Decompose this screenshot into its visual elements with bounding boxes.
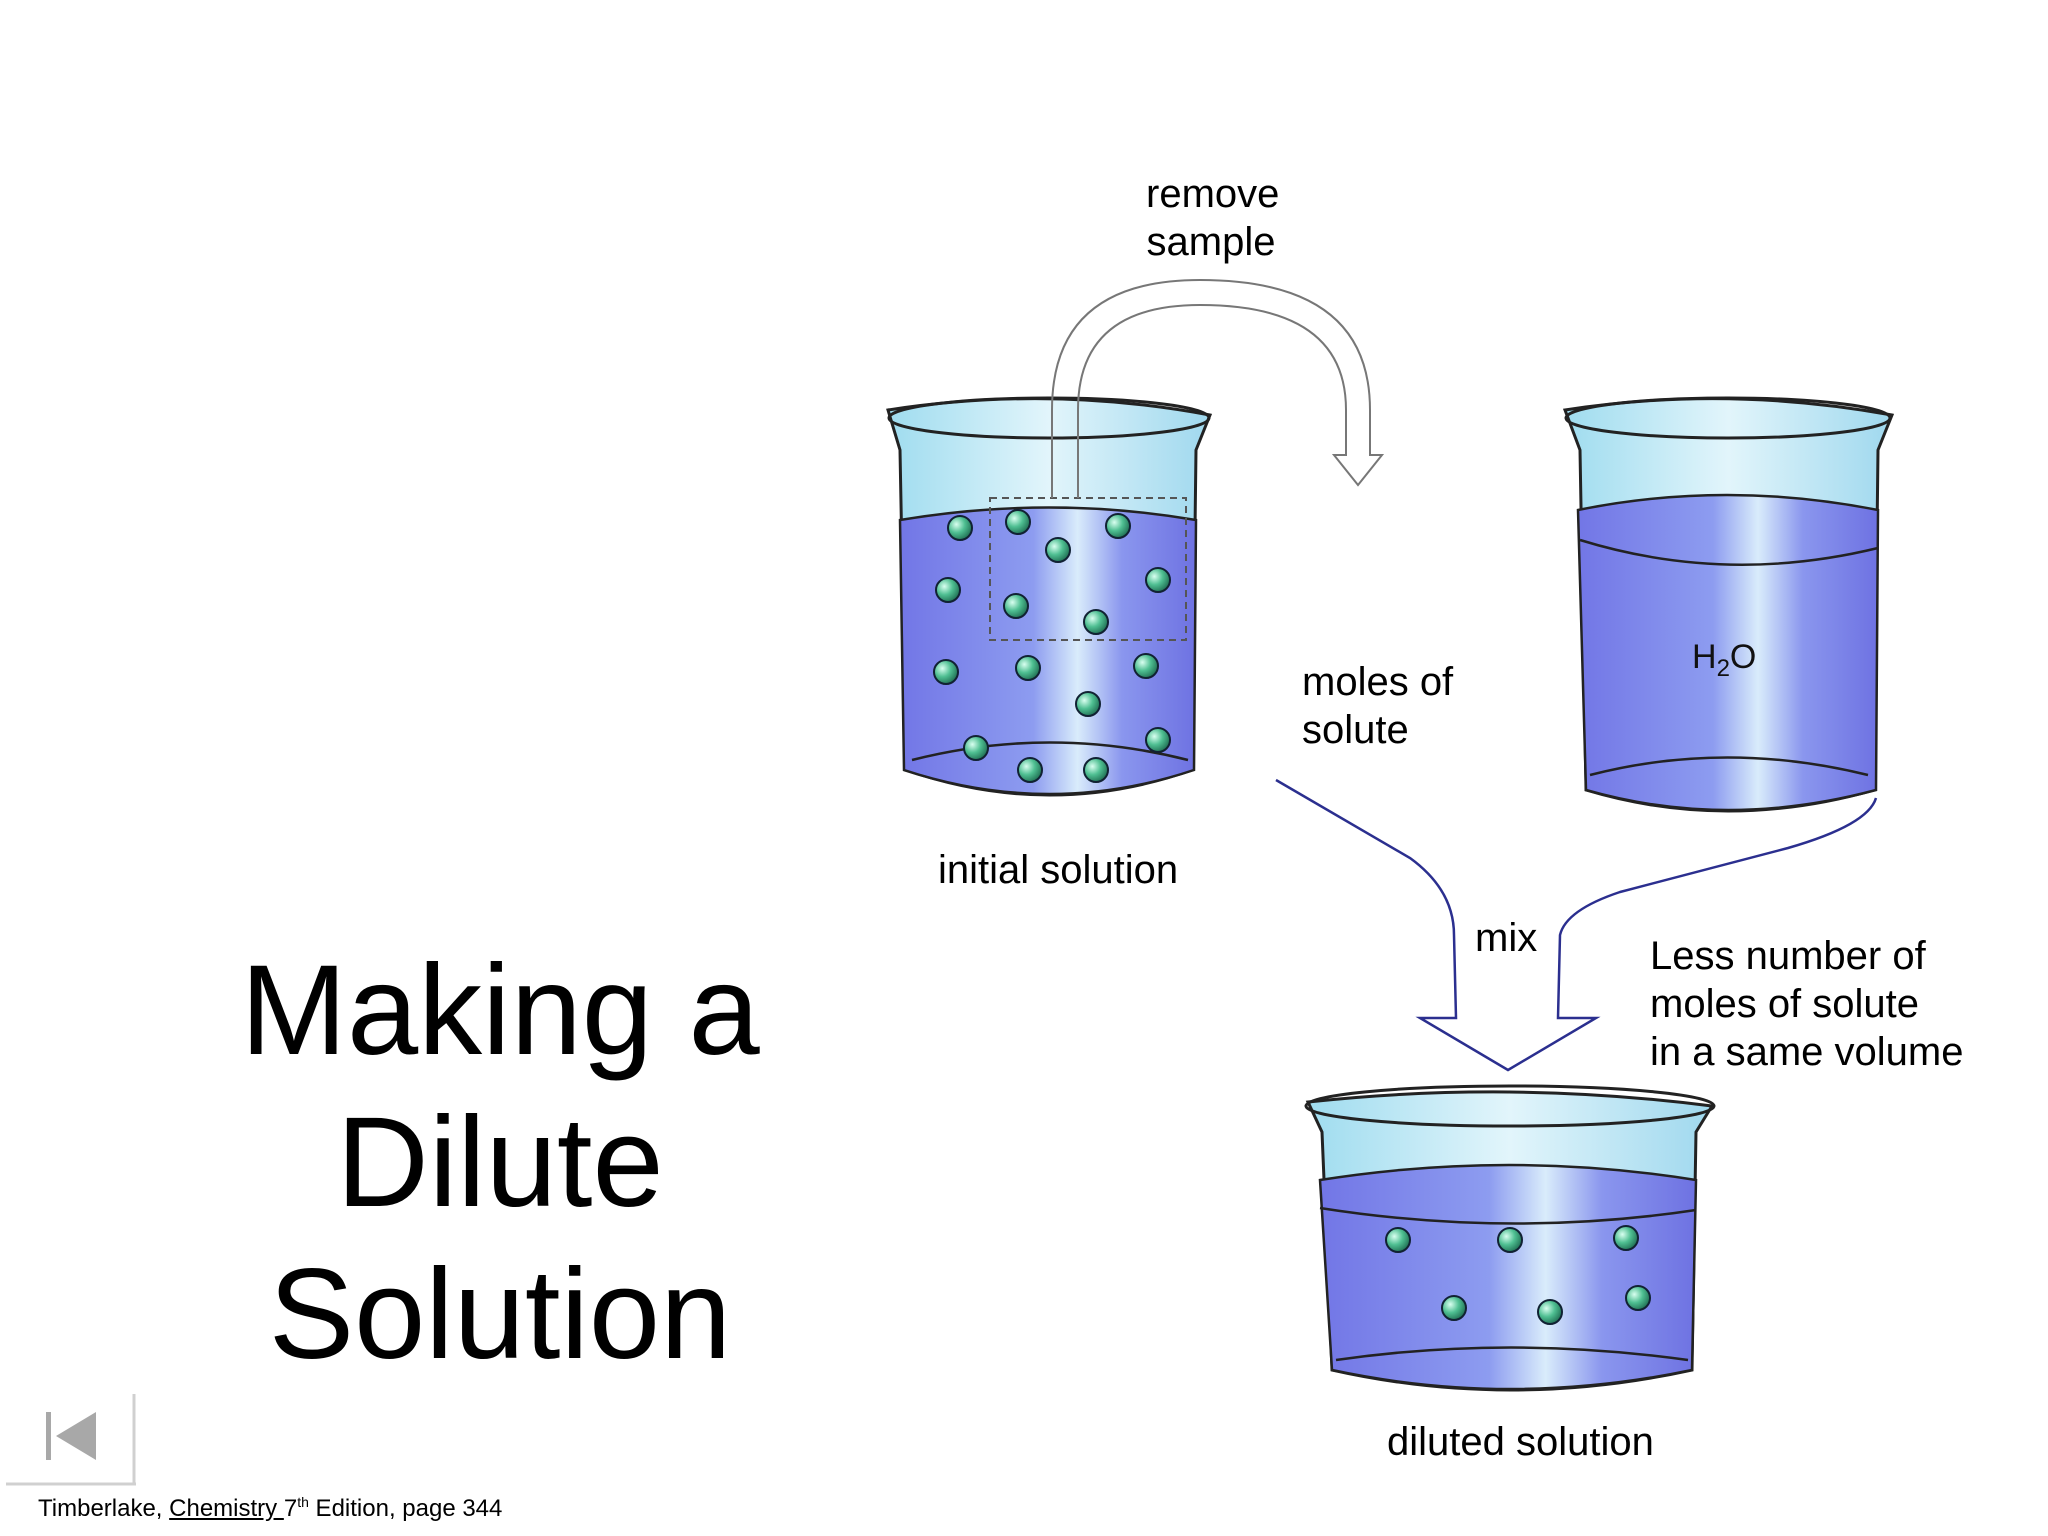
remove-sample-arrow	[1051, 278, 1385, 498]
moles-of-solute-label: moles of solute	[1302, 660, 1454, 752]
citation-rest: Edition, page 344	[308, 1495, 503, 1522]
initial-beaker	[886, 396, 1213, 797]
water-beaker	[1562, 396, 1895, 813]
initial-solution-label: initial solution	[938, 848, 1179, 892]
skip-back-icon	[6, 1394, 136, 1486]
diluted-solution-label: diluted solution	[1387, 1420, 1654, 1464]
back-button[interactable]	[4, 1386, 136, 1486]
less-moles-label: Less number of moles of solute in a same…	[1650, 934, 1964, 1074]
mix-label: mix	[1475, 916, 1538, 960]
title-line-2: Dilute	[336, 1091, 664, 1234]
water-formula: H2O	[1692, 638, 1756, 682]
initial-particles	[933, 509, 1171, 783]
title-line-1: Making a	[240, 939, 760, 1082]
citation-edition-sup: th	[297, 1494, 309, 1510]
citation: Timberlake, Chemistry 7th Edition, page …	[38, 1494, 502, 1523]
citation-author: Timberlake,	[38, 1495, 163, 1522]
citation-book[interactable]: Chemistry	[169, 1495, 284, 1522]
slide-title: Making a Dilute Solution	[150, 935, 850, 1391]
mix-arrow	[1275, 778, 1878, 1072]
diluted-particles	[1385, 1225, 1651, 1325]
title-line-3: Solution	[268, 1243, 732, 1386]
citation-edition-num: 7	[283, 1495, 298, 1522]
remove-sample-label: remove sample	[1146, 172, 1280, 264]
